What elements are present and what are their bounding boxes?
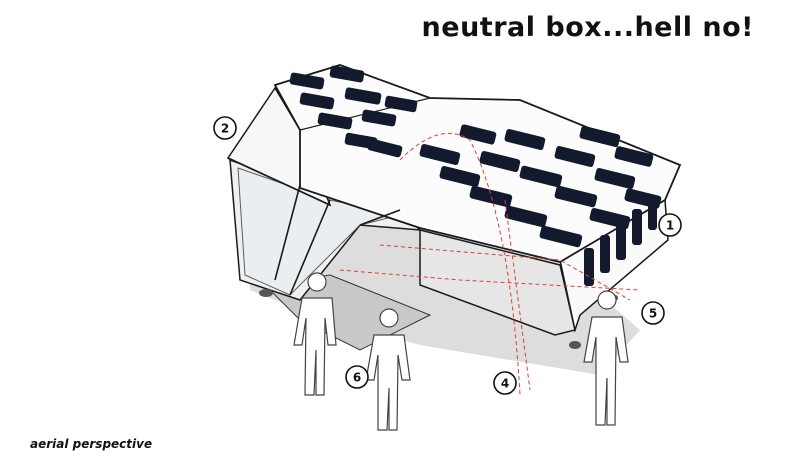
solar-panel: [579, 125, 621, 147]
hidden-lines: [339, 132, 641, 396]
solar-panel: [439, 165, 481, 187]
solar-panel: [504, 205, 548, 228]
solar-panel: [594, 167, 636, 189]
solar-panel: [419, 143, 461, 165]
solar-panel-vertical: [616, 222, 626, 260]
callout-2-label: 2: [221, 122, 229, 136]
solar-panel: [367, 138, 403, 158]
solar-panel: [614, 146, 654, 167]
structure-lines: [227, 157, 401, 296]
callout-6: 6: [345, 365, 369, 389]
solar-panel-vertical: [648, 196, 657, 230]
solar-panel: [554, 145, 596, 167]
callout-4-label: 4: [501, 377, 509, 391]
solar-panel-array: [289, 65, 662, 286]
solar-panel: [329, 65, 365, 83]
solar-panel: [504, 128, 546, 150]
solar-panel-vertical: [600, 235, 610, 273]
solar-panel: [479, 150, 521, 172]
solar-panel: [384, 95, 418, 113]
human-figures: [293, 272, 629, 431]
ground-shadow: [245, 215, 640, 375]
callout-4: 4: [493, 371, 517, 395]
solar-panel: [317, 112, 353, 130]
callout-1-label: 1: [666, 219, 674, 233]
solar-panel: [519, 165, 563, 188]
human-figure: [293, 272, 337, 396]
solar-panel: [554, 185, 598, 208]
human-figure: [365, 308, 411, 431]
callout-6-label: 6: [353, 371, 361, 385]
callout-5: 5: [641, 301, 665, 325]
solar-panel: [289, 72, 325, 90]
solar-panel-vertical: [632, 209, 642, 245]
solar-panel: [299, 92, 335, 110]
view-caption: aerial perspective: [30, 437, 153, 451]
callout-5-label: 5: [649, 307, 657, 321]
solar-panel: [361, 109, 397, 127]
callout-2: 2: [213, 116, 237, 140]
callout-1: 1: [658, 213, 682, 237]
solar-panel: [539, 225, 583, 248]
solar-panel: [344, 87, 382, 105]
solar-panel-vertical: [584, 248, 594, 286]
human-figure: [583, 290, 629, 426]
solar-panel: [459, 124, 497, 145]
diagram-title: neutral box...hell no!: [421, 12, 754, 43]
